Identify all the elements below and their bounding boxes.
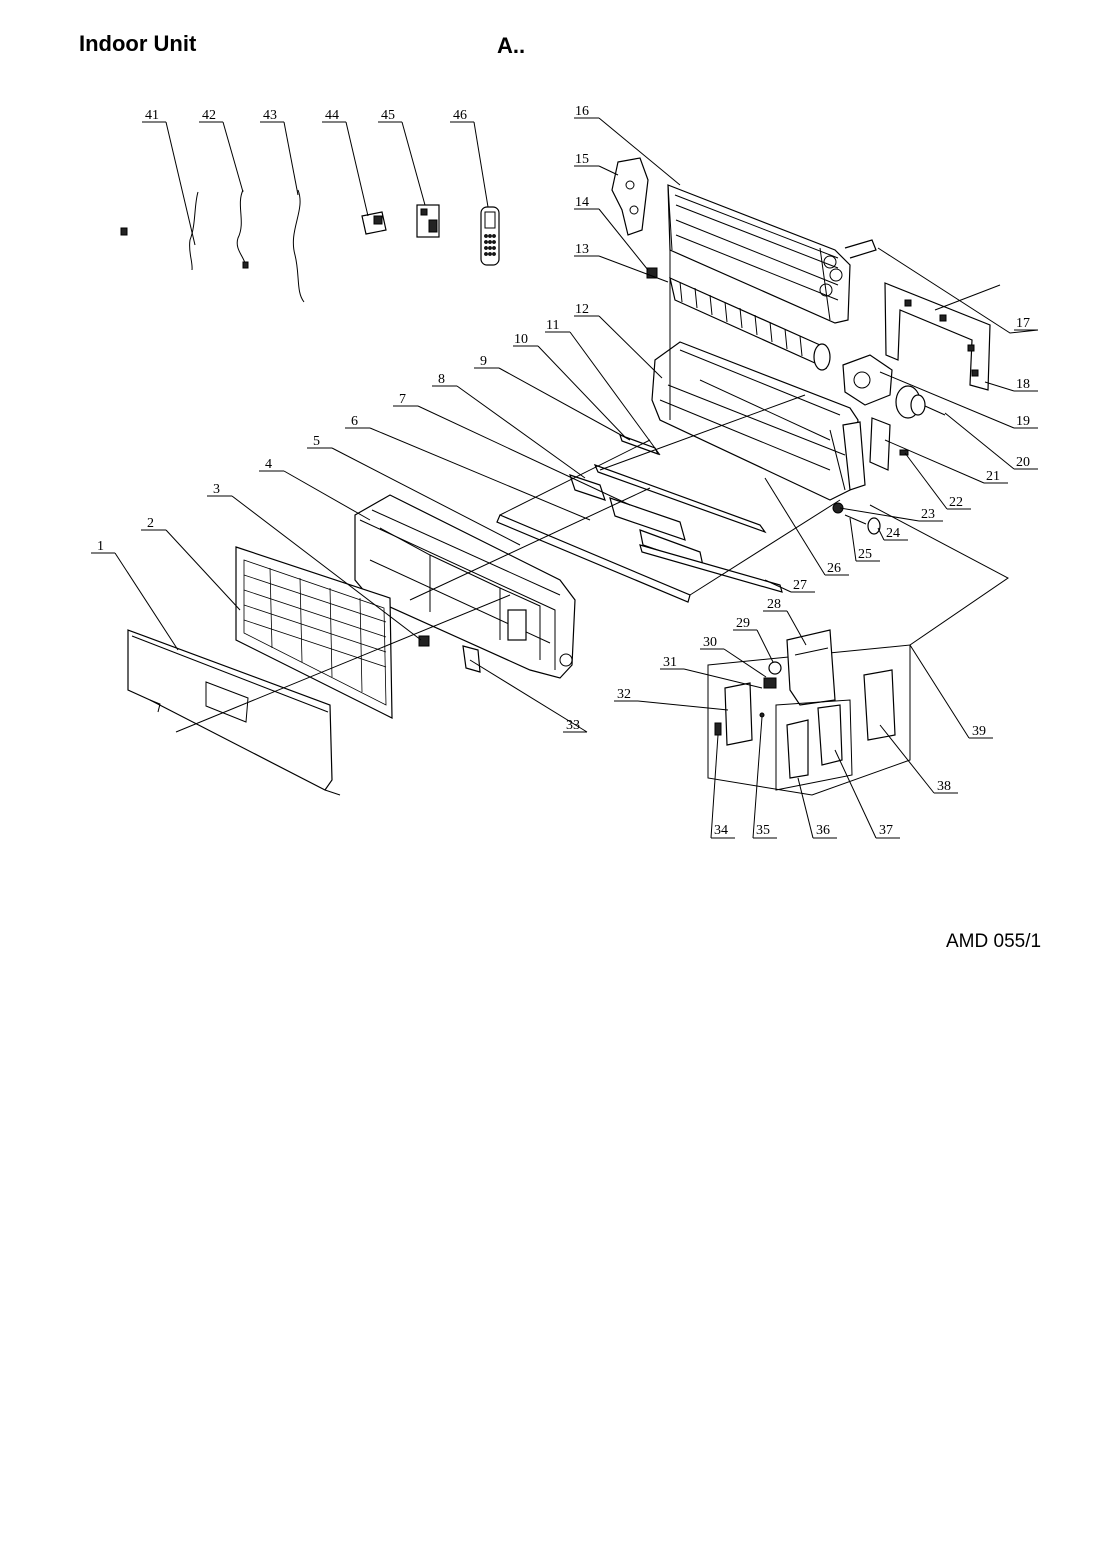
callout-4: 4 xyxy=(265,457,272,472)
callout-35: 35 xyxy=(756,823,770,838)
callout-38: 38 xyxy=(937,779,951,794)
part-32-pcb xyxy=(724,682,753,746)
part-19-motor-cover xyxy=(842,354,893,406)
part-39-control-box-assembly xyxy=(707,629,911,796)
part-2-air-filter xyxy=(235,546,393,719)
callout-22: 22 xyxy=(949,495,963,510)
callout-27: 27 xyxy=(793,578,807,593)
callout-6: 6 xyxy=(351,414,358,429)
part-28-terminal-box xyxy=(786,629,836,706)
part-35-screw xyxy=(759,712,765,718)
part-15-side-bracket xyxy=(611,157,649,236)
callout-10: 10 xyxy=(514,332,528,347)
part-43-wire xyxy=(292,189,305,303)
callout-28: 28 xyxy=(767,597,781,612)
accessory-parts xyxy=(120,189,500,303)
part-18-mounting-plate xyxy=(884,282,991,391)
part-14-bearing xyxy=(646,267,658,279)
callout-11: 11 xyxy=(546,318,559,333)
part-36-cover xyxy=(786,719,809,779)
callout-20: 20 xyxy=(1016,455,1030,470)
callout-7: 7 xyxy=(399,392,406,407)
callout-30: 30 xyxy=(703,635,717,650)
callout-18: 18 xyxy=(1016,377,1030,392)
part-30-terminal xyxy=(763,677,777,689)
callout-34: 34 xyxy=(714,823,728,838)
part-42-wire xyxy=(236,189,246,267)
part-24-stepper-motor xyxy=(867,517,881,535)
part-3-screw xyxy=(418,635,430,647)
part-small-clip xyxy=(120,227,128,236)
callout-13: 13 xyxy=(575,242,589,257)
callout-15: 15 xyxy=(575,152,589,167)
part-41-wire xyxy=(189,191,199,271)
callout-12: 12 xyxy=(575,302,589,317)
callout-19: 19 xyxy=(1016,414,1030,429)
callout-2: 2 xyxy=(147,516,154,531)
callout-16: 16 xyxy=(575,104,589,119)
part-9-louver-rod xyxy=(593,463,767,534)
part-27-drain-hose xyxy=(639,544,783,593)
part-7-vane xyxy=(609,497,686,541)
callout-26: 26 xyxy=(827,561,841,576)
callout-numbers: 1 2 3 4 5 6 7 8 9 10 11 12 13 14 15 16 1… xyxy=(97,104,1030,838)
part-22-screw xyxy=(899,449,909,456)
callout-44: 44 xyxy=(325,108,339,123)
callout-39: 39 xyxy=(972,724,986,739)
part-16-evaporator xyxy=(667,184,877,324)
part-33-cover xyxy=(462,645,481,673)
part-29-transformer xyxy=(768,661,782,675)
callout-23: 23 xyxy=(921,507,935,522)
part-21-e-box-side xyxy=(842,421,866,491)
callout-36: 36 xyxy=(816,823,830,838)
callout-25: 25 xyxy=(858,547,872,562)
part-34-fuse xyxy=(714,722,722,736)
callout-41: 41 xyxy=(145,108,159,123)
leader-lines xyxy=(91,117,1039,839)
part-8-vane xyxy=(569,474,606,501)
callout-46: 46 xyxy=(453,108,467,123)
part-38-e-box-cover xyxy=(863,669,896,741)
callout-3: 3 xyxy=(213,482,220,497)
callout-1: 1 xyxy=(97,539,104,554)
callout-5: 5 xyxy=(313,434,320,449)
part-37-cover xyxy=(817,704,843,766)
callout-21: 21 xyxy=(986,469,1000,484)
model-code: A.. xyxy=(497,33,526,58)
document-reference: AMD 055/1 xyxy=(946,931,1042,952)
callout-45: 45 xyxy=(381,108,395,123)
part-20-fan-motor xyxy=(895,385,946,419)
part-13-crossflow-fan xyxy=(669,276,831,371)
callout-33: 33 xyxy=(566,718,580,733)
callout-31: 31 xyxy=(663,655,677,670)
part-21-cover xyxy=(869,417,891,471)
callout-32: 32 xyxy=(617,687,631,702)
page-title: Indoor Unit xyxy=(79,31,197,56)
callout-37: 37 xyxy=(879,823,893,838)
callout-8: 8 xyxy=(438,372,445,387)
callout-17: 17 xyxy=(1016,316,1030,331)
callout-9: 9 xyxy=(480,354,487,369)
callout-24: 24 xyxy=(886,526,900,541)
callout-42: 42 xyxy=(202,108,216,123)
callout-14: 14 xyxy=(575,195,589,210)
callout-43: 43 xyxy=(263,108,277,123)
callout-29: 29 xyxy=(736,616,750,631)
